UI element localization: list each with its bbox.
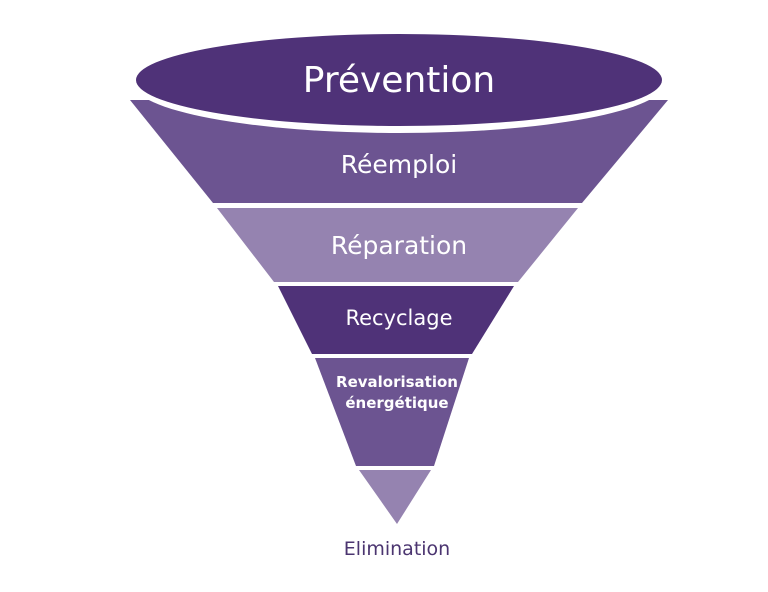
label-reparation: Réparation — [331, 231, 467, 260]
label-reemploi: Réemploi — [341, 150, 457, 179]
funnel-band-elimination — [359, 470, 431, 524]
funnel-band-reparation — [217, 208, 578, 282]
label-elimination: Elimination — [344, 538, 450, 560]
funnel-top-prevention — [136, 34, 662, 126]
label-revalorisation-line2: énergétique — [345, 394, 448, 412]
label-revalorisation-line1: Revalorisation — [336, 373, 458, 391]
funnel-band-recyclage — [278, 286, 514, 354]
label-recyclage: Recyclage — [345, 306, 452, 330]
funnel-band-revalorisation — [315, 358, 469, 466]
label-prevention: Prévention — [303, 60, 495, 101]
